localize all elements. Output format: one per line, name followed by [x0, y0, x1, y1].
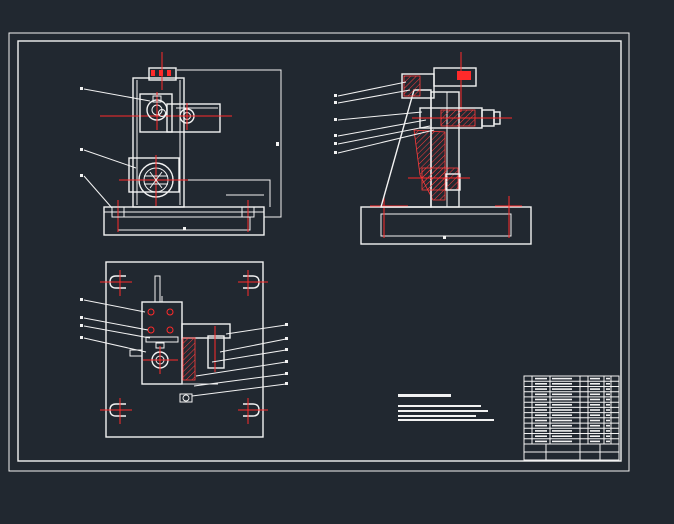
parts-list-cell-text-mark: [535, 383, 547, 385]
parts-list-cell-text-mark: [552, 388, 572, 390]
parts-list-cell-text-mark: [606, 404, 610, 406]
parts-list-cell-text-mark: [590, 377, 600, 380]
parts-list-cell-text-mark: [535, 404, 547, 406]
parts-list-cell-text-mark: [606, 377, 610, 380]
parts-list-cell-text-mark: [552, 398, 572, 401]
title-block: [523, 375, 620, 461]
parts-list-cell-text-mark: [552, 440, 572, 443]
parts-list-cell-text-mark: [606, 393, 610, 396]
parts-list-cell-text-mark: [590, 440, 600, 443]
parts-list-cell-text-mark: [606, 388, 610, 390]
parts-list-cell-text-mark: [606, 383, 610, 385]
parts-list-cell-text-mark: [590, 388, 600, 390]
parts-list-cell-text-mark: [606, 440, 610, 443]
parts-list-cell-text-mark: [590, 435, 600, 437]
parts-list-cell-text-mark: [535, 424, 547, 427]
parts-list-cell-text-mark: [552, 404, 572, 406]
parts-list-cell-text-mark: [606, 414, 610, 416]
parts-list-cell-text-mark: [590, 430, 600, 432]
inner-border: [17, 40, 622, 462]
parts-list-cell-text-mark: [606, 419, 610, 422]
parts-list-cell-text-mark: [552, 435, 572, 437]
parts-list-cell-text-mark: [535, 440, 547, 443]
front-view: [80, 52, 282, 236]
parts-list-cell-text-mark: [590, 393, 600, 396]
parts-list-cell-text-mark: [590, 424, 600, 427]
parts-list-cell-text-mark: [590, 398, 600, 401]
parts-list-cell-text-mark: [590, 409, 600, 411]
parts-list-cell-text-mark: [535, 414, 547, 416]
parts-list-cell-text-mark: [535, 409, 547, 411]
parts-list-cell-text-mark: [590, 404, 600, 406]
parts-list-cell-text-mark: [535, 398, 547, 401]
parts-list-cell-text-mark: [552, 430, 572, 432]
parts-list-cell-text-mark: [606, 430, 610, 432]
parts-list-cell-text-mark: [535, 430, 547, 432]
parts-list-cell-text-mark: [535, 435, 547, 437]
parts-list-cell-text-mark: [606, 409, 610, 411]
parts-list-cell-text-mark: [552, 393, 572, 396]
parts-list-cell-text-mark: [535, 377, 547, 380]
parts-list-cell-text-mark: [535, 393, 547, 396]
parts-list-cell-text-mark: [606, 398, 610, 401]
parts-list-cell-text-mark: [590, 419, 600, 422]
parts-list-cell-text-mark: [552, 409, 572, 411]
side-section-view: [334, 52, 532, 245]
parts-list-cell-text-mark: [552, 424, 572, 427]
parts-list-cell-text-mark: [535, 419, 547, 422]
top-view: [80, 261, 288, 438]
parts-list-cell-text-mark: [535, 388, 547, 390]
parts-list-cell-text-mark: [552, 383, 572, 385]
technical-requirements-notes: [398, 394, 494, 421]
parts-list-cell-text-mark: [606, 424, 610, 427]
outer-border: [8, 32, 630, 472]
parts-list-cell-text-mark: [590, 414, 600, 416]
parts-list-cell-text-mark: [552, 419, 572, 422]
parts-list-cell-text-mark: [552, 377, 572, 380]
parts-list-cell-text-mark: [590, 383, 600, 385]
parts-list-cell-text-mark: [552, 414, 572, 416]
parts-list-cell-text-mark: [606, 435, 610, 437]
